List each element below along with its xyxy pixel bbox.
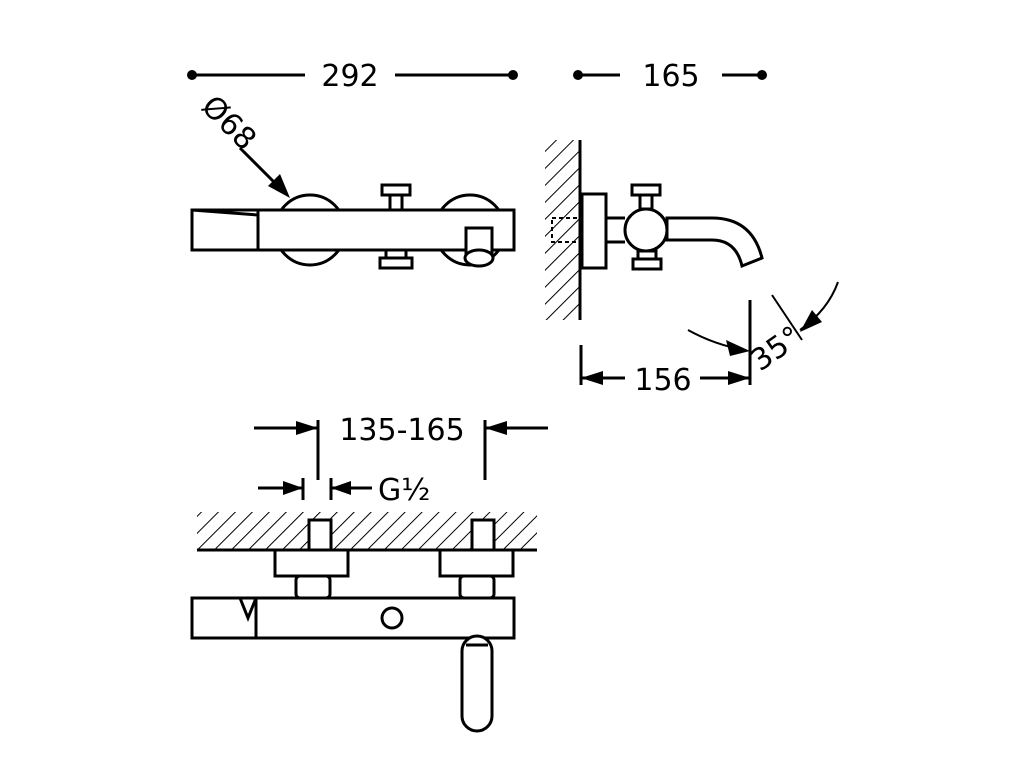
side-body <box>623 207 669 253</box>
left-plan-rosette <box>273 548 350 578</box>
dimension-centres: 135-165 <box>254 413 548 480</box>
plan-view: 135-165 G½ <box>190 413 548 733</box>
left-nut <box>294 574 332 600</box>
dimension-angle-label: 35° <box>745 319 809 378</box>
side-diverter-knob <box>630 183 662 211</box>
dimension-centres-label: 135-165 <box>339 413 464 448</box>
right-nut <box>458 574 496 600</box>
front-view: 292 Ø68 <box>187 59 518 270</box>
spout <box>665 216 764 269</box>
wall-hatch-side <box>545 140 580 320</box>
dimension-angle: 35° <box>687 281 839 379</box>
eccentric-connector <box>551 217 581 243</box>
plan-diverter <box>380 606 404 630</box>
dimension-156: 156 <box>579 300 752 398</box>
plan-body <box>190 596 516 640</box>
right-plan-rosette <box>438 548 515 578</box>
diverter-knob <box>380 183 412 212</box>
spout-end <box>463 226 495 268</box>
dimension-thread-label: G½ <box>378 473 430 508</box>
left-connector <box>307 518 333 552</box>
side-shower-outlet <box>631 249 663 271</box>
dimension-156-label: 156 <box>634 363 691 398</box>
right-connector <box>470 518 496 552</box>
dimension-292: 292 <box>187 59 518 94</box>
plan-spout <box>460 634 494 733</box>
dimension-165-label: 165 <box>642 59 699 94</box>
dimension-thread: G½ <box>258 473 430 508</box>
dimension-diameter: Ø68 <box>194 89 290 198</box>
mixer-body <box>190 208 516 252</box>
shower-outlet <box>378 248 414 270</box>
dimension-diameter-label: Ø68 <box>194 89 262 157</box>
side-rosette <box>580 192 608 270</box>
side-view: 165 156 <box>545 59 839 398</box>
dimension-292-label: 292 <box>321 59 378 94</box>
dimension-165: 165 <box>573 59 767 94</box>
